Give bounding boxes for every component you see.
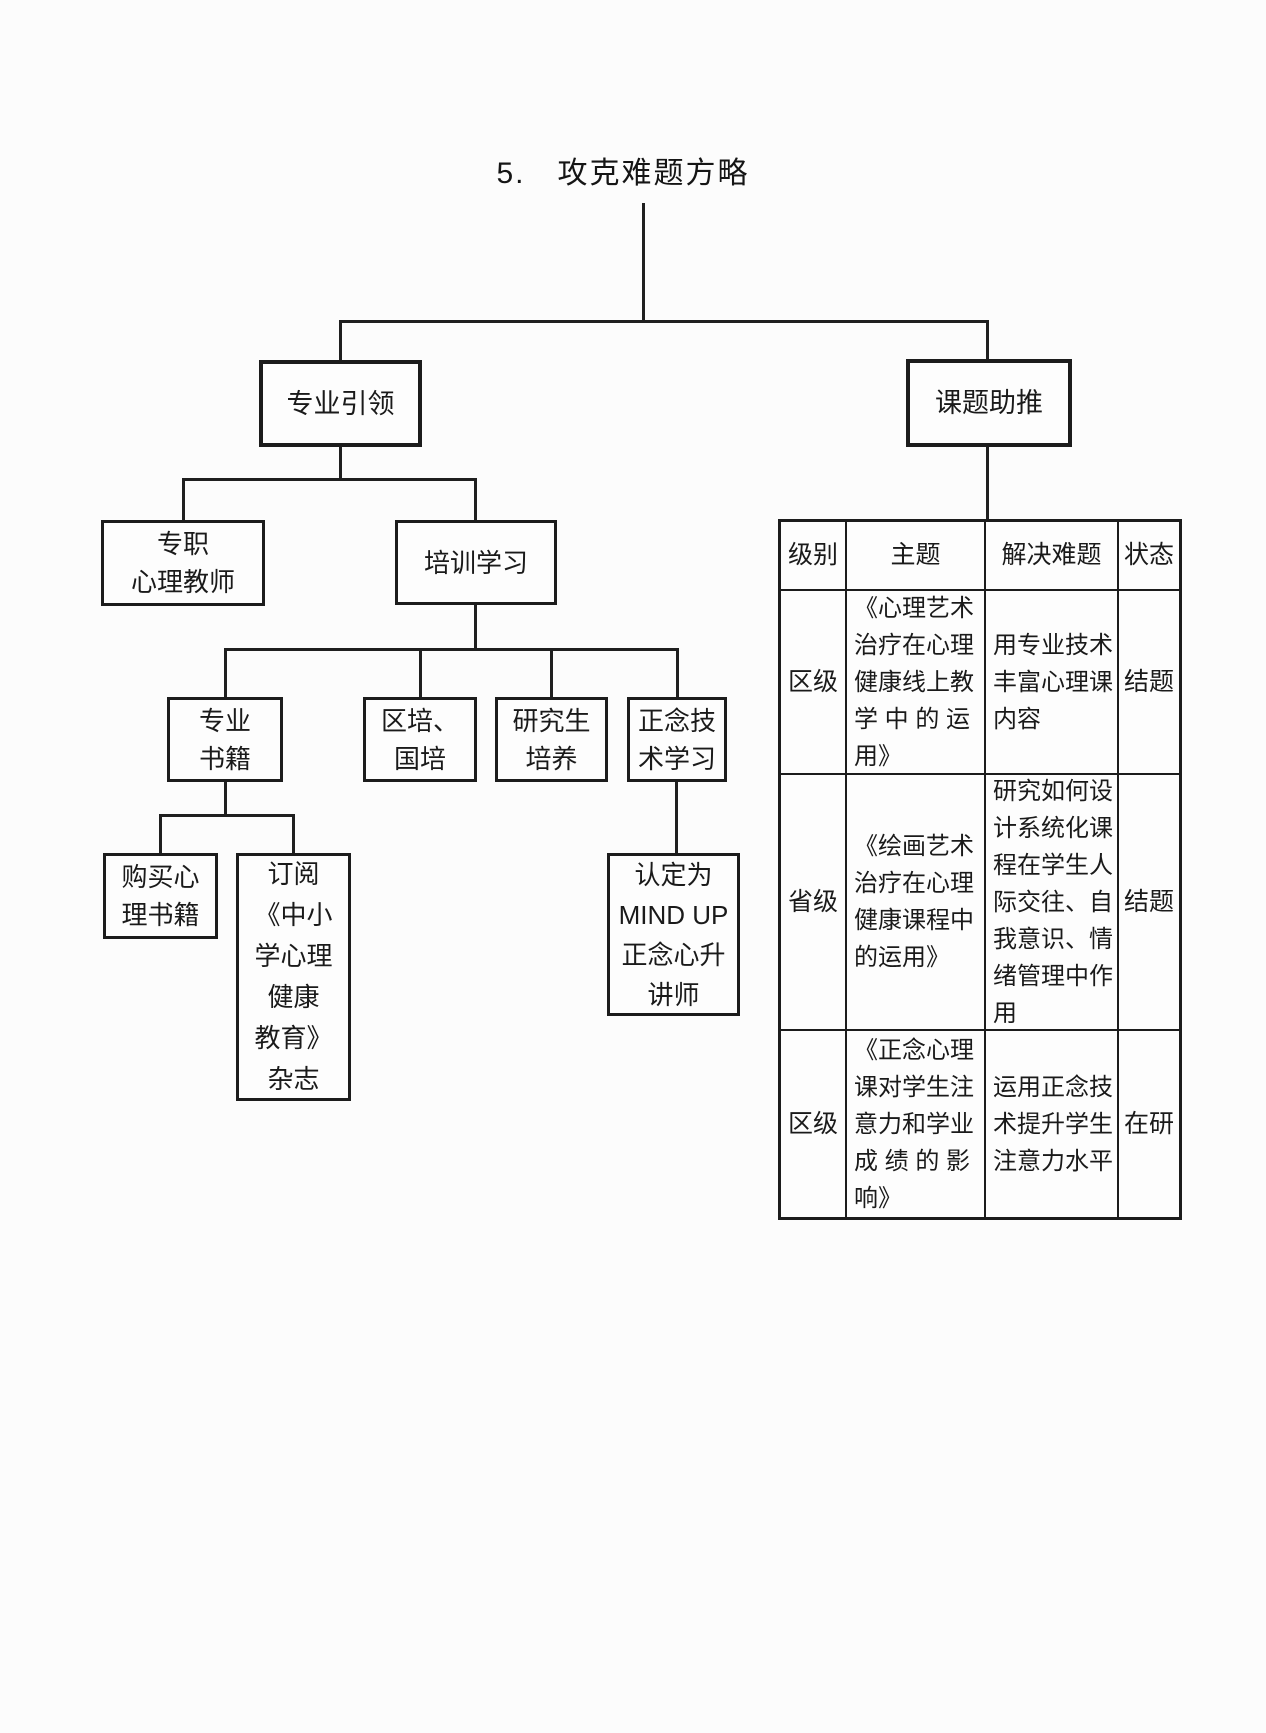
node-district-national-training: 区培、 国培 bbox=[363, 697, 477, 782]
node-buy-psych-books: 购买心 理书籍 bbox=[103, 853, 218, 939]
connector-level2 bbox=[182, 478, 477, 481]
table-row1-status: 结题 bbox=[1117, 589, 1179, 773]
connector-drop-graduate-training bbox=[550, 648, 553, 699]
node-fulltime-psych-teacher: 专职 心理教师 bbox=[101, 520, 265, 606]
connector-from-training-study bbox=[474, 603, 477, 651]
table-header-solution: 解决难题 bbox=[984, 522, 1117, 589]
table-row3-level: 区级 bbox=[781, 1029, 845, 1217]
connector-drop-district-training bbox=[419, 648, 422, 699]
connector-drop-professional-books bbox=[224, 648, 227, 699]
table-header-level: 级别 bbox=[787, 541, 838, 569]
table-row3-topic: 《正念心理 课对学生注 意力和学业 成 绩 的 影 响》 bbox=[845, 1029, 984, 1217]
node-graduate-training: 研究生 培养 bbox=[495, 697, 608, 782]
table-row3-solution: 运用正念技 术提升学生 注意力水平 bbox=[984, 1029, 1117, 1217]
connector-from-mindfulness-study bbox=[675, 780, 678, 855]
node-professional-books: 专业 书籍 bbox=[167, 697, 283, 782]
table-row1-topic: 《心理艺术 治疗在心理 健康线上教 学 中 的 运 用》 bbox=[845, 589, 984, 773]
connector-from-professional-leadership bbox=[339, 445, 342, 481]
page-title: 5. 攻克难题方略 bbox=[496, 157, 750, 190]
table-row2-solution: 研究如何设 计系统化课 程在学生人 际交往、自 我意识、情 绪管理中作 用 bbox=[984, 773, 1117, 1029]
connector-title-drop bbox=[642, 203, 645, 322]
table-row2-status: 结题 bbox=[1117, 773, 1179, 1029]
node-mindup-lecturer: 认定为 MIND UP 正念心升 讲师 bbox=[607, 853, 740, 1016]
node-professional-leadership: 专业引领 bbox=[259, 360, 422, 447]
connector-drop-buy-books bbox=[159, 814, 162, 855]
table-header-topic: 主题 bbox=[845, 522, 984, 589]
table-row3-status: 在研 bbox=[1117, 1029, 1179, 1217]
connector-level1 bbox=[340, 320, 989, 323]
connector-drop-mindfulness-study bbox=[676, 648, 679, 699]
connector-drop-training-study bbox=[474, 478, 477, 522]
connector-drop-professional-leadership bbox=[339, 320, 342, 362]
connector-from-professional-books bbox=[224, 780, 227, 817]
connector-drop-project-boost bbox=[986, 320, 989, 361]
table-row2-level: 省级 bbox=[781, 773, 845, 1029]
node-subscribe-magazine: 订阅 《中小 学心理 健康 教育》 杂志 bbox=[236, 853, 351, 1101]
table-row1-solution: 用专业技术 丰富心理课 内容 bbox=[984, 589, 1117, 773]
node-project-boost: 课题助推 bbox=[906, 359, 1072, 447]
research-projects-table: 级别 主题 解决难题 状态 区级 《心理艺术 治疗在心理 健康线上教 学 中 的… bbox=[778, 519, 1182, 1220]
connector-from-project-boost-to-table bbox=[986, 445, 989, 521]
table-header-status: 状态 bbox=[1117, 522, 1179, 589]
connector-drop-fulltime-teacher bbox=[182, 478, 185, 522]
table-row1-level: 区级 bbox=[781, 589, 845, 773]
node-mindfulness-tech-study: 正念技 术学习 bbox=[627, 697, 727, 782]
node-training-study: 培训学习 bbox=[395, 520, 557, 605]
connector-level3 bbox=[224, 648, 679, 651]
connector-level4 bbox=[159, 814, 295, 817]
connector-drop-subscribe-magazine bbox=[292, 814, 295, 855]
table-row2-topic: 《绘画艺术 治疗在心理 健康课程中 的运用》 bbox=[845, 773, 984, 1029]
